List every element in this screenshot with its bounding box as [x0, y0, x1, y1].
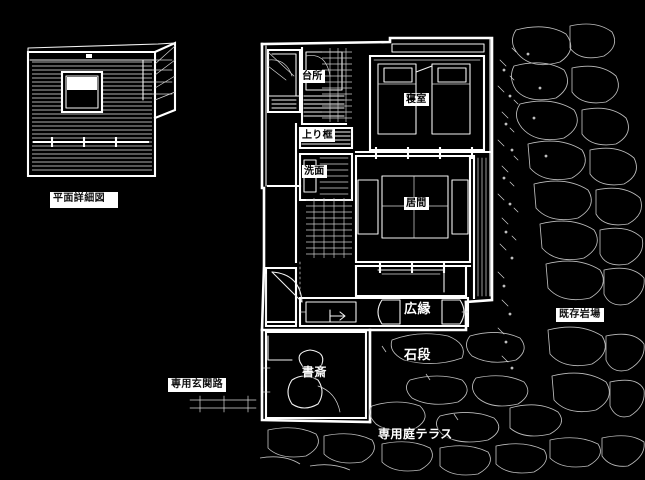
label-entry-frame: 上り框 [300, 129, 335, 142]
lower-central-room [354, 264, 468, 298]
bedroom [368, 43, 486, 152]
label-living: 居間 [404, 197, 429, 210]
plan-outer-walls [260, 36, 494, 424]
label-kitchen: 台所 [300, 70, 325, 83]
stone-steps [369, 332, 562, 443]
inset-caption: 平面詳細図 [50, 192, 118, 208]
label-approach: 専用玄関路 [168, 378, 226, 392]
inset-detail-drawing [26, 41, 177, 178]
study-room [260, 330, 368, 420]
label-wide-veranda: 広縁 [404, 302, 432, 317]
entry-vestibule [264, 261, 303, 328]
wide-veranda [298, 296, 470, 328]
approach-path [189, 395, 257, 413]
garden-terrace-paving [259, 427, 645, 476]
label-washbasin: 洗面 [302, 165, 327, 178]
entry-tile-hatch [306, 48, 352, 258]
label-garden-terrace: 専用庭テラス [378, 427, 453, 441]
living-room [354, 154, 487, 300]
label-bedroom: 寝室 [404, 93, 429, 106]
rock-garden [497, 23, 645, 418]
sliding-partition [354, 146, 492, 160]
label-stone-steps: 石段 [404, 348, 432, 363]
label-study: 書斎 [302, 365, 328, 379]
label-rock-garden: 既存岩場 [556, 308, 604, 322]
